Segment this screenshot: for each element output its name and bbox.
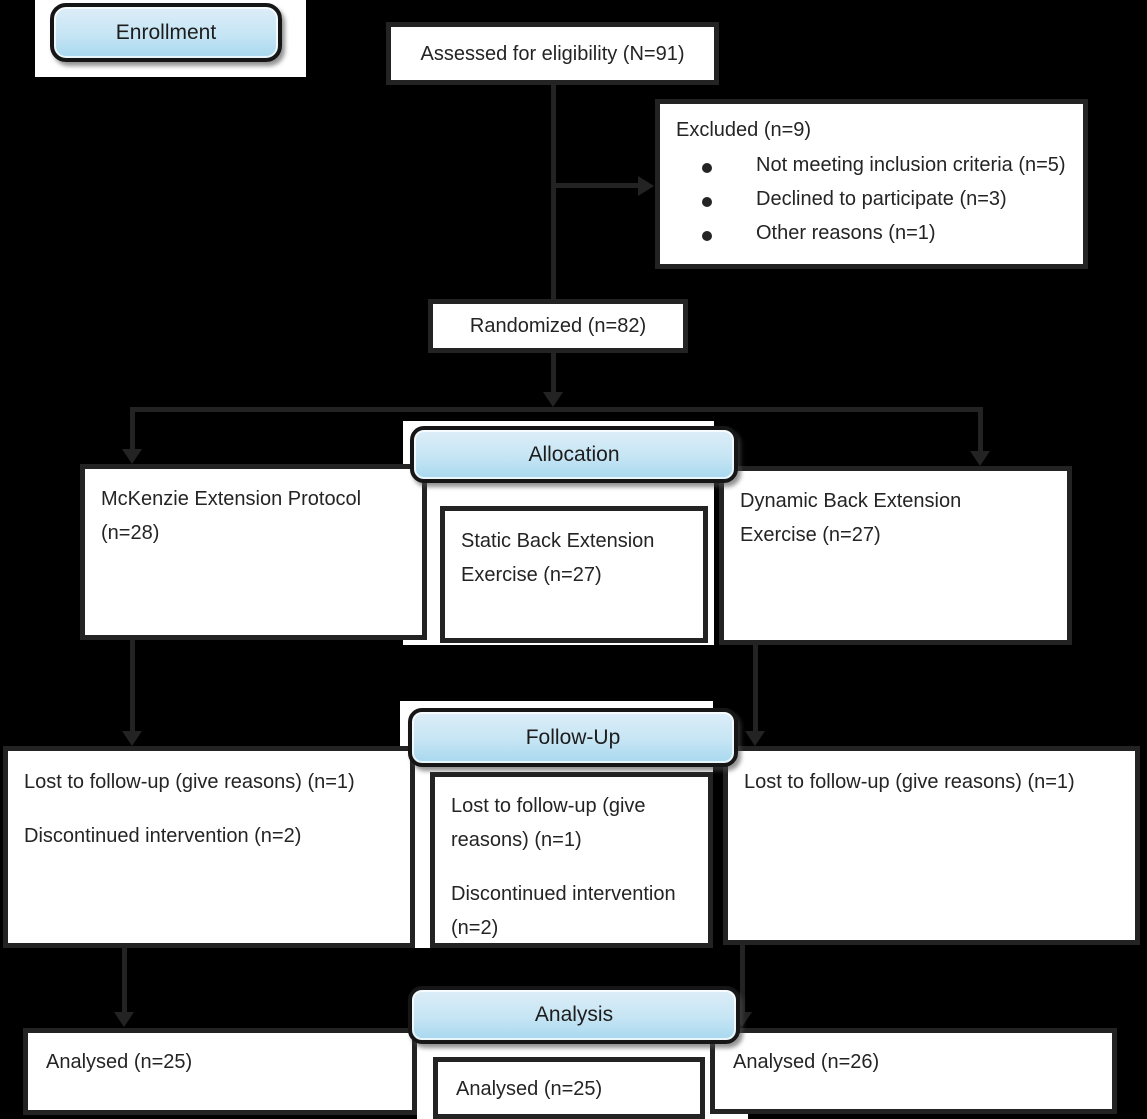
enrollment-badge: Enrollment [50, 3, 282, 62]
excluded-bullet-item: Declined to participate (n=3) [676, 185, 1067, 214]
arrowhead-left-followup [122, 731, 142, 746]
arrowhead-excluded [638, 176, 654, 196]
excluded-bullet-item: Not meeting inclusion criteria (n=5) [676, 151, 1067, 180]
analysis-badge: Analysis [408, 986, 740, 1044]
analysis-badge-label: Analysis [534, 1003, 614, 1026]
connector-right-arm-to-followup [753, 644, 758, 732]
randomized-label: Randomized (n=82) [469, 315, 647, 337]
assessed-box: Assessed for eligibility (N=91) [386, 22, 719, 85]
allocation-badge: Allocation [410, 426, 738, 483]
followup-right-lost: Lost to follow-up (give reasons) (n=1) [744, 771, 1075, 793]
connector-left-followup-to-analysis [122, 947, 127, 1013]
allocation-middle-box: Static Back Extension Exercise (n=27) [440, 506, 708, 643]
connector-right-followup-to-analysis [740, 944, 745, 1013]
excluded-title: Excluded (n=9) [676, 119, 812, 141]
analysis-middle-label: Analysed (n=25) [456, 1078, 603, 1100]
connector-to-excluded [553, 183, 638, 188]
allocation-badge-label: Allocation [528, 442, 620, 466]
allocation-left-box: McKenzie Extension Protocol (n=28) [80, 464, 427, 640]
arrowhead-branch [543, 392, 563, 407]
connector-left-arm-to-followup [130, 639, 135, 732]
followup-middle-discontinued: Discontinued intervention (n=2) [451, 883, 676, 939]
followup-left-lost: Lost to follow-up (give reasons) (n=1) [24, 771, 355, 793]
analysis-left-label: Analysed (n=25) [46, 1051, 193, 1073]
allocation-right-label: Dynamic Back Extension Exercise (n=27) [740, 490, 962, 546]
allocation-left-label: McKenzie Extension Protocol (n=28) [101, 488, 362, 544]
allocation-middle-label: Static Back Extension Exercise (n=27) [461, 530, 655, 586]
followup-right-box: Lost to follow-up (give reasons) (n=1) [723, 746, 1140, 945]
excluded-box: Excluded (n=9) Not meeting inclusion cri… [655, 99, 1088, 269]
arrowhead-left-analysis [114, 1012, 134, 1027]
followup-left-box: Lost to follow-up (give reasons) (n=1) D… [3, 746, 415, 948]
assessed-label: Assessed for eligibility (N=91) [420, 42, 685, 65]
randomized-box: Randomized (n=82) [428, 299, 688, 353]
enrollment-badge-label: Enrollment [115, 20, 217, 44]
analysis-middle-box: Analysed (n=25) [433, 1057, 705, 1119]
bullet-icon [702, 197, 712, 207]
arrowhead-right-followup [745, 731, 765, 746]
followup-left-discontinued: Discontinued intervention (n=2) [24, 825, 302, 847]
followup-badge-label: Follow-Up [525, 725, 621, 749]
analysis-right-label: Analysed (n=26) [733, 1051, 880, 1073]
connector-assessed-to-randomized [551, 84, 556, 300]
bullet-icon [702, 231, 712, 241]
followup-middle-box: Lost to follow-up (give reasons) (n=1) D… [430, 772, 713, 948]
followup-badge: Follow-Up [408, 708, 738, 767]
excluded-bullet-list: Not meeting inclusion criteria (n=5) Dec… [676, 151, 1067, 248]
analysis-left-box: Analysed (n=25) [23, 1028, 417, 1115]
analysis-right-box: Analysed (n=26) [710, 1028, 1117, 1114]
connector-randomized-to-branch [551, 351, 556, 393]
followup-middle-lost: Lost to follow-up (give reasons) (n=1) [451, 795, 646, 851]
arrowhead-left-arm [122, 449, 142, 464]
branch-horizontal-line [130, 407, 983, 412]
connector-branch-left [130, 410, 135, 450]
allocation-right-box: Dynamic Back Extension Exercise (n=27) [719, 466, 1072, 645]
excluded-bullet-item: Other reasons (n=1) [676, 219, 1067, 248]
arrowhead-right-arm [970, 451, 990, 466]
connector-branch-right [978, 410, 983, 452]
bullet-icon [702, 163, 712, 173]
